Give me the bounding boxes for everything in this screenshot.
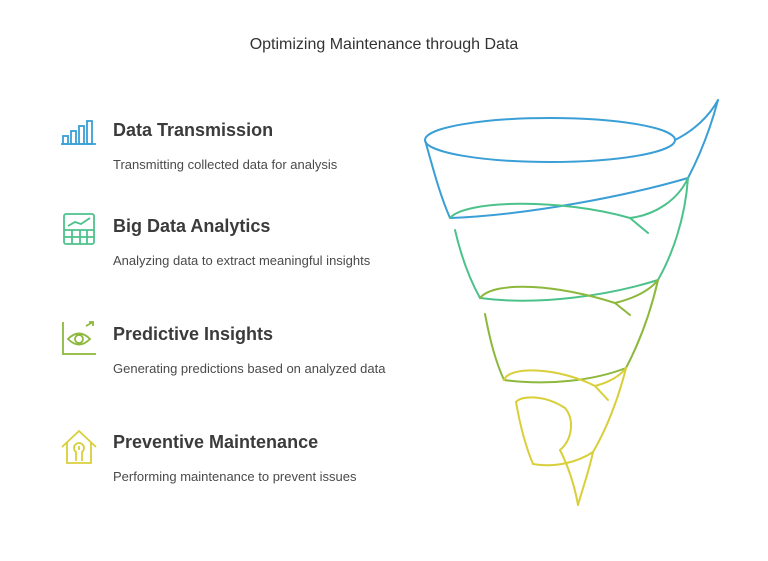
bar-signal-icon	[61, 120, 96, 145]
house-wrench-icon	[61, 429, 97, 464]
diagram-title: Optimizing Maintenance through Data	[249, 36, 519, 53]
funnel-band-big-data-analytics	[449, 177, 689, 302]
step-heading: Big Data Analytics	[113, 216, 271, 236]
step-description: Transmitting collected data for analysis	[113, 157, 338, 172]
spreadsheet-chart-icon	[63, 213, 95, 245]
step-heading: Preventive Maintenance	[113, 432, 319, 452]
eye-chart-icon	[62, 321, 96, 355]
step-description: Performing maintenance to prevent issues	[113, 469, 357, 484]
spiral-funnel	[424, 99, 719, 506]
step-heading: Predictive Insights	[113, 324, 274, 344]
step-description: Generating predictions based on analyzed…	[113, 361, 386, 376]
funnel-band-preventive-maintenance	[503, 367, 627, 506]
step-heading: Data Transmission	[113, 120, 274, 140]
step-description: Analyzing data to extract meaningful ins…	[113, 253, 371, 268]
funnel-band-predictive-insights	[479, 279, 659, 384]
funnel-band-data-transmission	[424, 99, 719, 219]
